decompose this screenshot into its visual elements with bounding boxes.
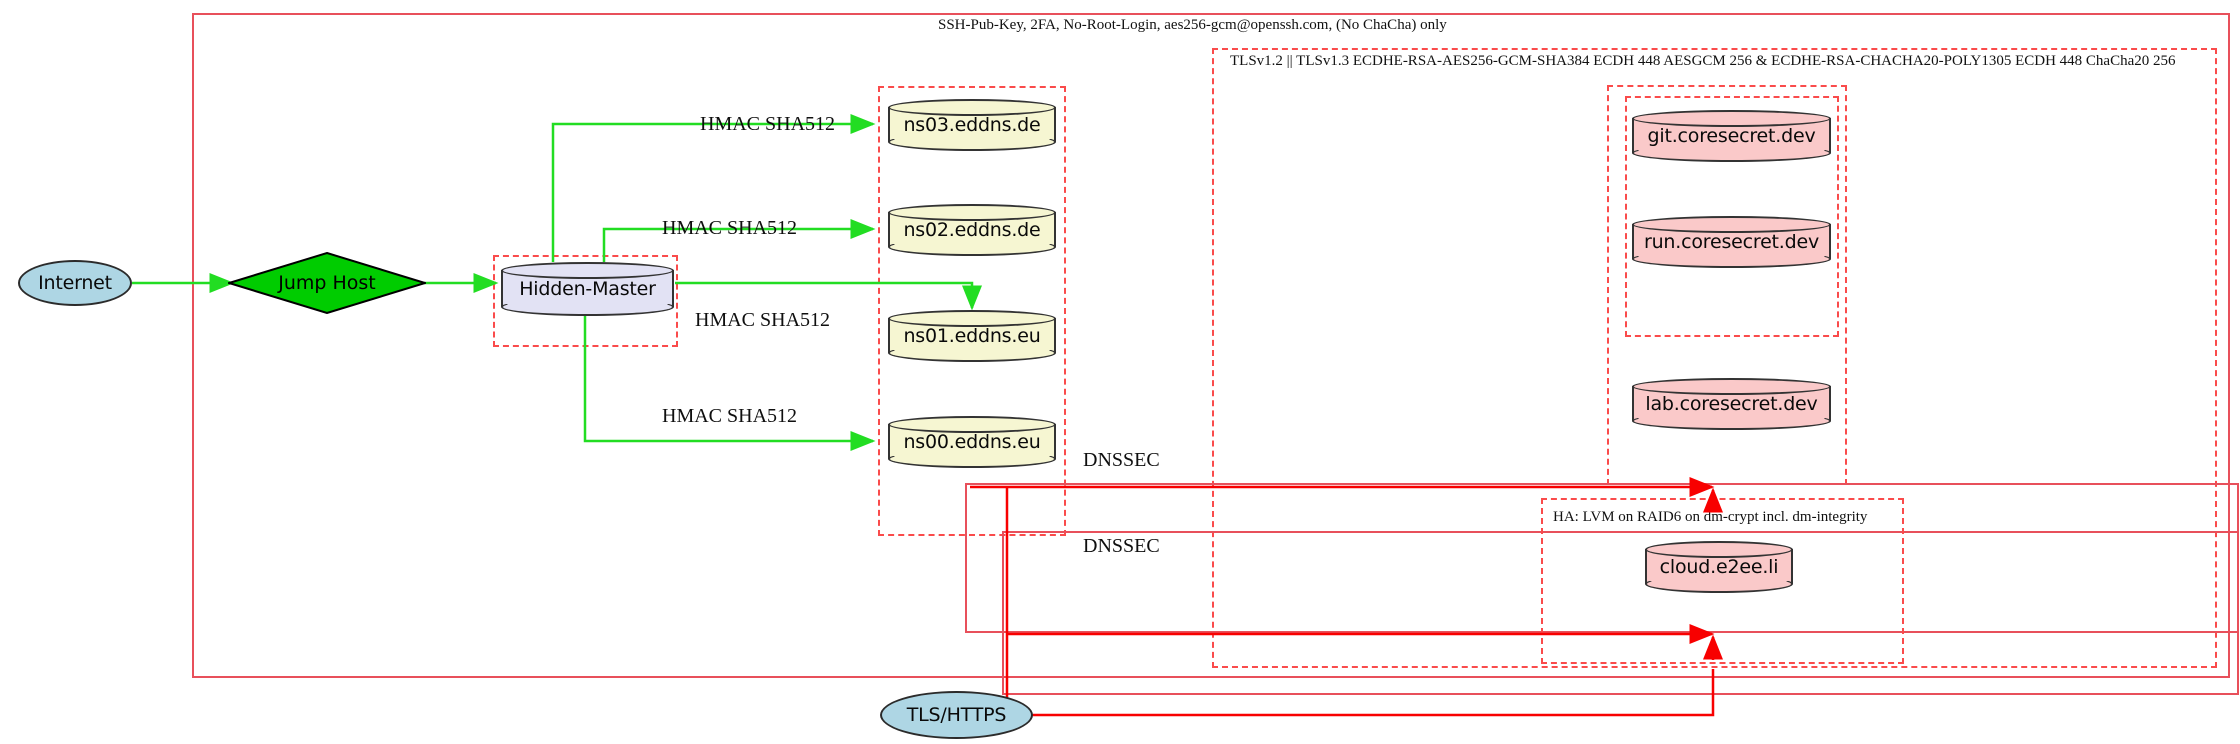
node-ns02[interactable]: ns02.eddns.de — [888, 204, 1056, 256]
node-internet[interactable]: Internet — [18, 260, 132, 306]
node-ns00[interactable]: ns00.eddns.eu — [888, 416, 1056, 468]
node-hidden-master-label: Hidden-Master — [519, 278, 656, 300]
node-ns03-label: ns03.eddns.de — [903, 114, 1041, 136]
ns00-cyl-top — [888, 416, 1056, 433]
ns03-cyl-top — [888, 99, 1056, 116]
node-ns01[interactable]: ns01.eddns.eu — [888, 310, 1056, 362]
hidden-master-cyl-top — [501, 262, 674, 279]
edge-label-dnssec-upper: DNSSEC — [1083, 449, 1160, 471]
node-lab-coresecret-label: lab.coresecret.dev — [1645, 393, 1818, 415]
node-ns01-label: ns01.eddns.eu — [903, 325, 1041, 347]
edge-label-hmac-ns01: HMAC SHA512 — [695, 309, 831, 331]
edge-label-hmac-ns03: HMAC SHA512 — [700, 113, 836, 135]
cluster-coresecret-inner-box — [1625, 96, 1839, 337]
ns02-cyl-top — [888, 204, 1056, 221]
git-cyl-top — [1632, 110, 1831, 127]
node-lab-coresecret[interactable]: lab.coresecret.dev — [1632, 378, 1831, 430]
edge-label-dnssec-lower: DNSSEC — [1083, 535, 1160, 557]
node-cloud-e2ee-label: cloud.e2ee.li — [1659, 556, 1779, 578]
run-cyl-top — [1632, 216, 1831, 233]
node-run-coresecret[interactable]: run.coresecret.dev — [1632, 216, 1831, 268]
ns01-cyl-top — [888, 310, 1056, 327]
edge-label-hmac-ns00: HMAC SHA512 — [662, 405, 798, 427]
node-ns02-label: ns02.eddns.de — [903, 219, 1041, 241]
cluster-tls-label: TLSv1.2 || TLSv1.3 ECDHE-RSA-AES256-GCM-… — [1230, 53, 2176, 69]
node-ns00-label: ns00.eddns.eu — [903, 431, 1041, 453]
node-tls-https[interactable]: TLS/HTTPS — [880, 691, 1033, 739]
cloud-cyl-top — [1645, 541, 1793, 558]
lab-cyl-top — [1632, 378, 1831, 395]
cluster-dns-box — [878, 86, 1066, 536]
node-jump-host-label: Jump Host — [278, 272, 376, 294]
edge-label-hmac-ns02: HMAC SHA512 — [662, 217, 798, 239]
cluster-ha-storage-label: HA: LVM on RAID6 on dm-crypt incl. dm-in… — [1553, 509, 1868, 525]
node-git-coresecret[interactable]: git.coresecret.dev — [1632, 110, 1831, 162]
cluster-tls-boundary — [1212, 48, 2217, 668]
node-run-coresecret-label: run.coresecret.dev — [1643, 231, 1820, 253]
node-jump-host[interactable]: Jump Host — [228, 252, 426, 314]
node-cloud-e2ee[interactable]: cloud.e2ee.li — [1645, 541, 1793, 593]
node-tls-https-label: TLS/HTTPS — [906, 704, 1007, 726]
node-internet-label: Internet — [38, 272, 112, 294]
cluster-ssh-label: SSH-Pub-Key, 2FA, No-Root-Login, aes256-… — [938, 17, 1447, 33]
node-ns03[interactable]: ns03.eddns.de — [888, 99, 1056, 151]
node-git-coresecret-label: git.coresecret.dev — [1647, 125, 1816, 147]
node-hidden-master[interactable]: Hidden-Master — [501, 262, 674, 316]
jump-host-diamond-shape — [228, 252, 426, 314]
